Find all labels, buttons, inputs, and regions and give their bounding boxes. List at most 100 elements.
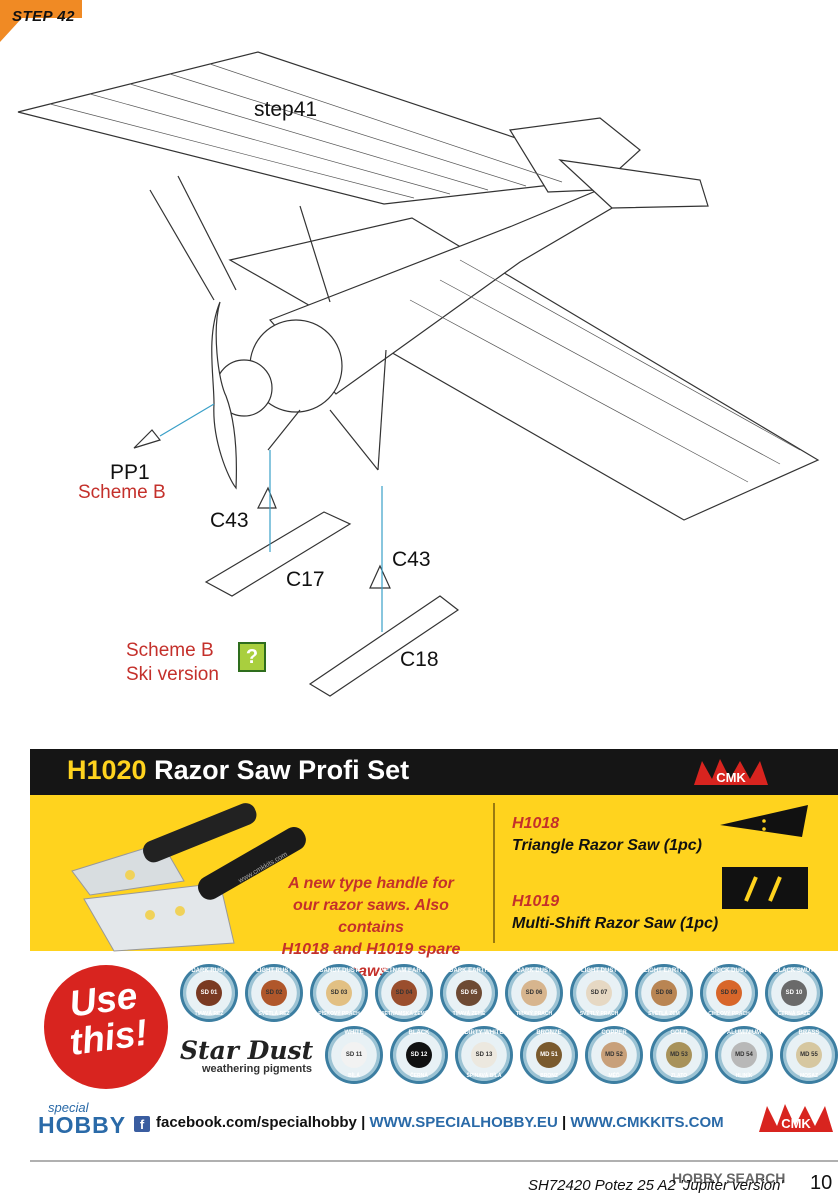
paint-jar: WHITE SD 11 BÍLÁ [325,1026,383,1084]
banner-code: H1020 [67,755,147,785]
scheme-b-label: Scheme B [126,640,214,661]
triangle-saw-icon [720,805,808,837]
paint-code: MD 53 [670,1052,688,1058]
paint-name-cz: TMAVÁ REZ [194,1011,224,1017]
c17-label: C17 [286,568,325,591]
paint-swatch [586,980,612,1006]
banner-title: H1020 Razor Saw Profi Set [67,755,409,786]
paint-name: BLACK SMUT [774,968,814,974]
special-hobby-logo: special HOBBY [34,1100,127,1138]
paint-code: SD 02 [265,990,283,996]
star-dust-brand: Star Dust weathering pigments [180,1036,315,1075]
paint-code: MD 54 [735,1052,753,1058]
product-caption: SH72420 Potez 25 A2 'Jupiter version' [528,1177,784,1194]
paint-swatch [716,980,742,1006]
specialhobby-link[interactable]: WWW.SPECIALHOBBY.EU [369,1114,558,1131]
paint-name: ALUMINIUM [726,1030,762,1036]
step-tag-shape [0,0,82,42]
c43-left [257,486,277,509]
paint-swatch [341,1042,367,1068]
paint-name: DIRTY WHITE [464,1030,504,1036]
paint-code: SD 05 [460,990,478,996]
spinner-pp1 [133,429,162,449]
paint-name-cz: MOSAZ [799,1073,819,1079]
paint-code: SD 08 [655,990,673,996]
paint-code: MD 55 [800,1052,818,1058]
paint-name: SANDY DUST [319,968,359,974]
paint-name-cz: ČERNÁ [410,1073,428,1079]
propeller [211,301,237,490]
paint-code: SD 11 [345,1052,363,1058]
paint-swatch [666,1042,692,1068]
paint-name: GOLD [670,1030,688,1036]
paint-swatch [601,1042,627,1068]
paint-swatch [471,1042,497,1068]
paint-swatch [456,980,482,1006]
paint-name: DARK RUST [191,968,227,974]
pp1-label: PP1 [110,461,150,484]
sep-2: | [561,1114,567,1131]
paint-code: SD 13 [475,1052,493,1058]
razor-saw-banner: H1020 Razor Saw Profi Set CMK www.cmkkit… [30,749,838,980]
ski-c17 [204,511,352,597]
paint-name-cz: MĚĎ [608,1073,620,1079]
logo-hobby: HOBBY [38,1112,127,1138]
multi-shift-saw-icon [722,867,808,909]
paint-swatch [261,980,287,1006]
paint-code: SD 06 [525,990,543,996]
tail-plane [558,159,709,209]
paint-code: SD 04 [395,990,413,996]
paint-name: BLACK [408,1030,430,1036]
paint-swatch [406,1042,432,1068]
paint-name-cz: BRONZ [540,1073,558,1079]
banner-divider [493,803,495,943]
paint-name-cz: BÍLÁ [348,1073,360,1079]
paint-name: DARK EARTH [449,968,489,974]
c43-left-label: C43 [210,509,249,532]
paint-name-cz: TMAVÁ ZEMĚ [452,1011,486,1017]
paint-name: LIGHT DUST [581,968,617,974]
paint-code: SD 03 [330,990,348,996]
product-1-name: Triangle Razor Saw (1pc) [512,837,702,854]
watermark: HOBBY SEARCH [672,1170,786,1186]
paint-swatch [391,980,417,1006]
paint-swatch [521,980,547,1006]
pp1-scheme-label: Scheme B [78,482,166,503]
paint-name-cz: CIHLOVÝ PRACH [708,1011,750,1017]
promo-line-2: our razor saws. Also contains [293,897,449,936]
star-dust-subtitle: weathering pigments [202,1063,313,1075]
paint-swatch [196,980,222,1006]
cmkkits-link[interactable]: WWW.CMKKITS.COM [570,1114,724,1131]
step-label: STEP 42 [12,8,75,25]
c43-right [369,564,391,589]
paint-name: LIGHT RUST [256,968,292,974]
paint-name: BRONZE [536,1030,562,1036]
footer-links: facebook.com/specialhobby | WWW.SPECIALH… [156,1114,724,1131]
paint-name: LIGHT EARTH [643,968,685,974]
paint-name: DARK DUST [516,968,552,974]
paint-name-cz: HLINÍK [735,1073,753,1079]
assembly-diagram: step41 PP1 Scheme B C43 C43 C17 C18 Sche… [0,40,838,730]
paint-name-cz: ČERNÁ SAZE [777,1011,811,1017]
facebook-link[interactable]: facebook.com/specialhobby [156,1114,357,1131]
paint-code: MD 52 [605,1052,623,1058]
promo-line-1: A new type handle for [288,875,454,892]
use-this-text: Use this! [39,973,172,1066]
paint-jar: ALUMINIUM MD 54 HLINÍK [715,1026,773,1084]
promo-text: A new type handle for our razor saws. Al… [266,873,476,983]
banner-header: H1020 Razor Saw Profi Set CMK [30,749,838,795]
paint-name: WHITE [344,1030,364,1036]
paint-name: VIETNAM EARTH [379,968,429,974]
paint-code: SD 07 [590,990,608,996]
